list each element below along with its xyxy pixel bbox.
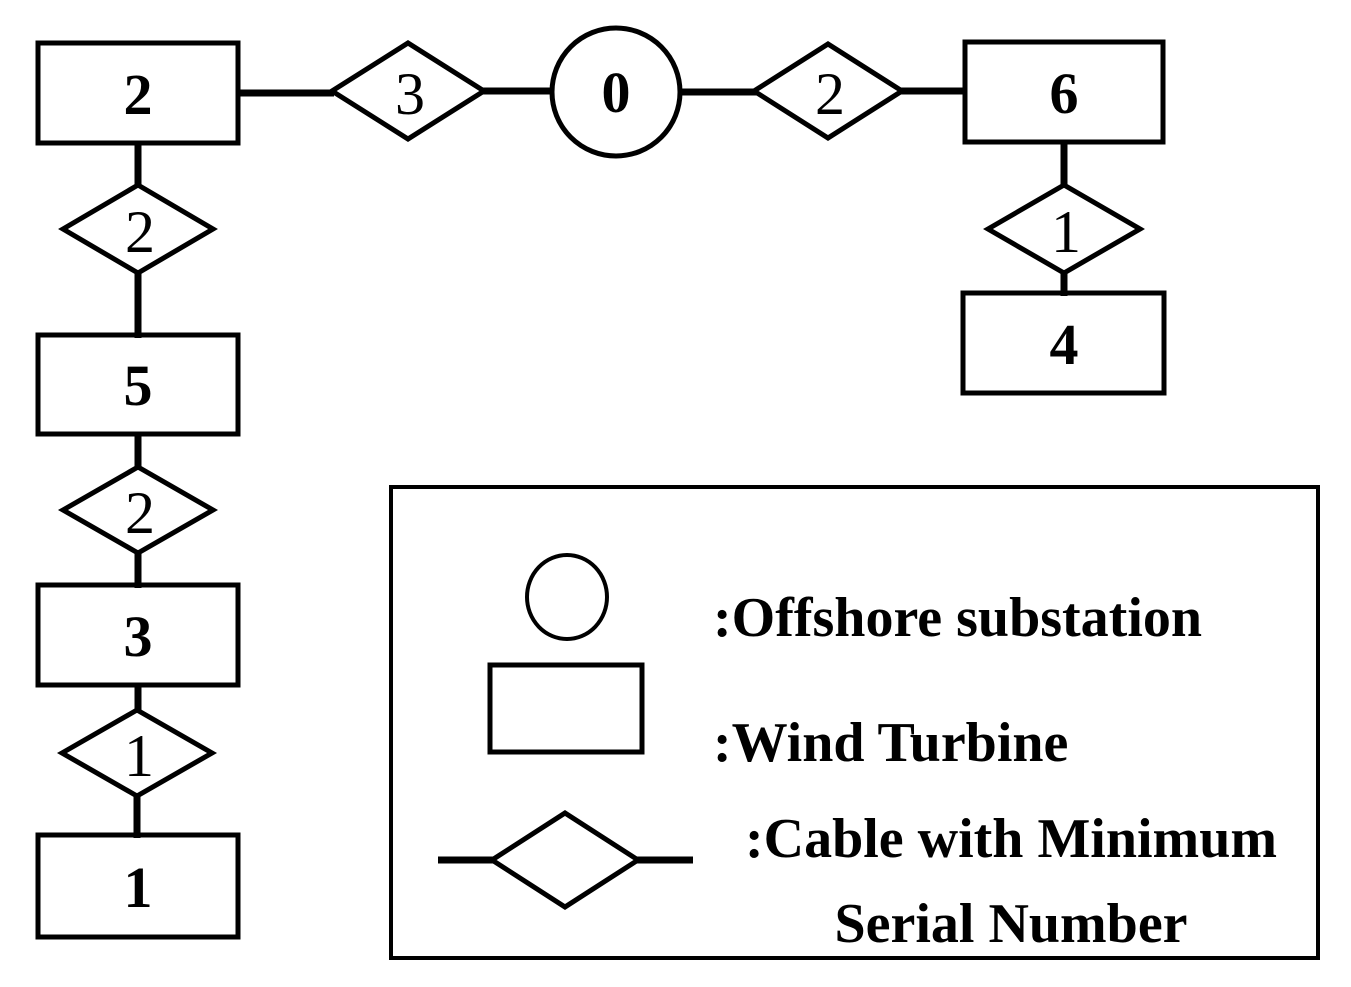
legend-substation-circle-icon: [525, 553, 609, 641]
turbine-3-box: [35, 582, 241, 688]
substation-circle: [549, 25, 683, 159]
turbine-boxes: [35, 39, 1167, 940]
cable-diamond-t2-substation: [327, 40, 489, 142]
turbine-4-box: [960, 290, 1167, 396]
cable-diamond-substation-t6: [749, 41, 907, 141]
legend-turbine-box-icon: [487, 662, 645, 755]
turbine-6-box: [962, 39, 1166, 145]
legend-cable-diamond-icon: [487, 810, 643, 910]
substation-label: 0: [601, 60, 631, 125]
cable-diamond-t3-t1: [56, 707, 218, 799]
cable-serial-t2-t5: 2: [125, 199, 155, 265]
turbine-1-box: [35, 832, 241, 940]
turbine-5-box: [35, 332, 241, 437]
cable-serial-t2-substation: 3: [395, 61, 425, 127]
cable-serial-t6-t4: 1: [1051, 199, 1081, 265]
turbine-6-label: 6: [1049, 61, 1079, 126]
legend-cable-label-line2: Serial Number: [834, 893, 1188, 955]
cable-diamond-t2-t5: [58, 182, 218, 276]
legend-cable-label-line1: :Cable with Minimum: [745, 808, 1277, 870]
turbine-4-label: 4: [1049, 312, 1079, 377]
legend-box: [389, 485, 1320, 960]
cable-diamond-t5-t3: [57, 464, 219, 556]
turbine-1-label: 1: [123, 855, 153, 920]
cable-serial-t5-t3: 2: [125, 480, 155, 546]
turbine-2-box: [35, 40, 241, 146]
legend-offshore-substation-label: :Offshore substation: [713, 587, 1203, 649]
cable-serial-t3-t1: 1: [124, 723, 154, 789]
cable-serial-substation-t6: 2: [815, 61, 845, 127]
legend-cable-label: :Cable with Minimum Serial Number: [713, 797, 1309, 967]
turbine-5-label: 5: [123, 353, 153, 418]
legend-symbols: [389, 485, 1320, 960]
legend-wind-turbine-label: :Wind Turbine: [713, 712, 1069, 774]
turbine-2-label: 2: [123, 62, 153, 127]
turbine-3-label: 3: [123, 604, 153, 669]
cable-diamond-t6-t4: [983, 182, 1145, 276]
cable-diamonds: [56, 40, 1145, 799]
